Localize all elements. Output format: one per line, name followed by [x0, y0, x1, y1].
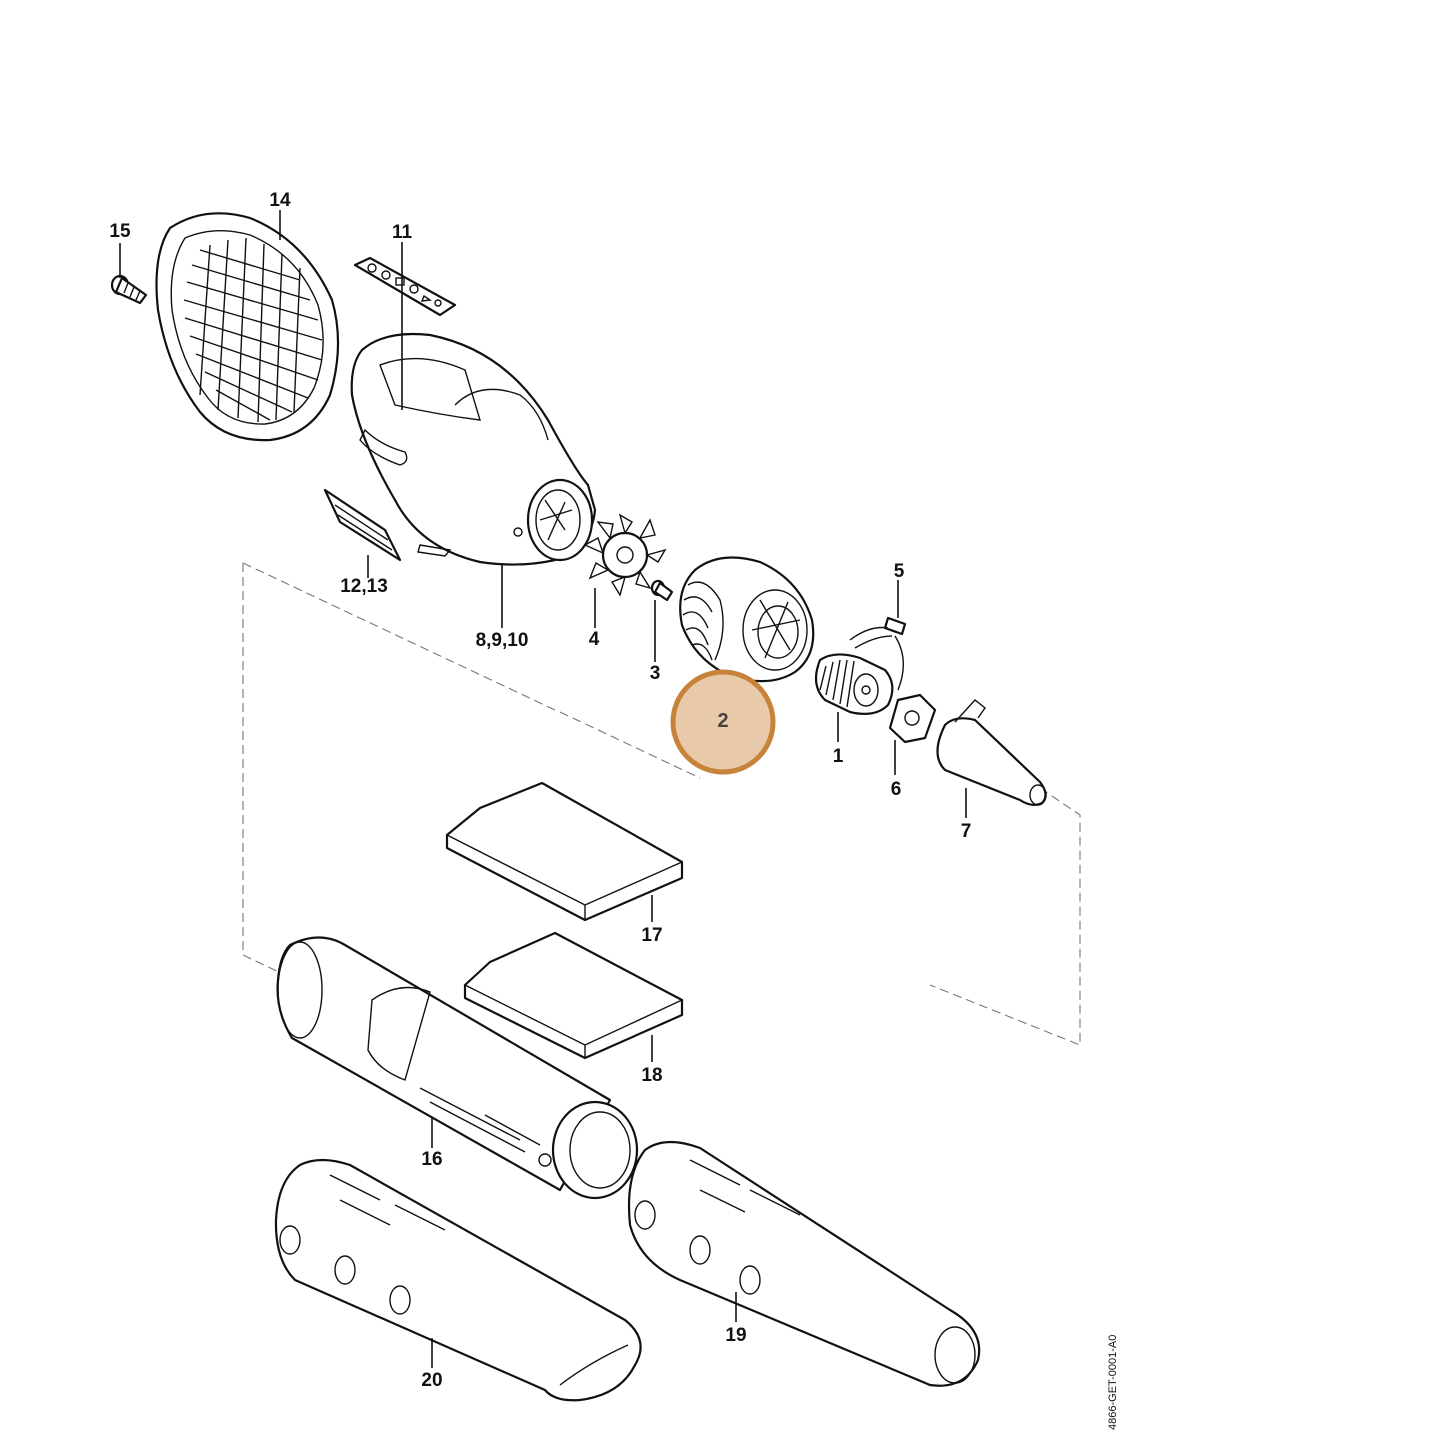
part-3-screw[interactable]: [650, 579, 674, 602]
part-4-fan[interactable]: [583, 513, 667, 597]
assembly-boundary: [242, 562, 1081, 1046]
callout-14[interactable]: 14: [269, 190, 291, 211]
callout-20[interactable]: 20: [421, 1370, 442, 1391]
part-8-9-10-housing[interactable]: [350, 332, 597, 566]
part-15-screw[interactable]: [110, 274, 148, 305]
callout-4[interactable]: 4: [589, 629, 600, 650]
callout-3[interactable]: 3: [650, 663, 661, 684]
highlight-circle: [670, 669, 776, 775]
part-20-flat-nozzle[interactable]: [274, 1158, 642, 1402]
part-2-fan-housing[interactable]: [679, 556, 815, 683]
callout-12-13[interactable]: 12,13: [340, 576, 388, 597]
callout-1[interactable]: 1: [833, 746, 844, 767]
part-1-motor[interactable]: [814, 653, 894, 715]
callout-labels: 15 14 11 12,13 8,9,10 4 3 2 5 1 6 7 17 1…: [109, 190, 971, 1391]
part-11-label[interactable]: [353, 256, 457, 317]
callout-5[interactable]: 5: [894, 561, 905, 582]
callout-11[interactable]: 11: [392, 222, 413, 243]
drawing-code: 4866-GET-0001-A0: [1107, 1335, 1119, 1430]
callout-16[interactable]: 16: [421, 1149, 442, 1170]
callout-19[interactable]: 19: [725, 1325, 746, 1346]
callout-6[interactable]: 6: [891, 779, 902, 800]
part-18-filter-pad[interactable]: [463, 931, 684, 1060]
callout-17[interactable]: 17: [641, 925, 662, 946]
callout-15[interactable]: 15: [109, 221, 131, 242]
part-17-filter-pad[interactable]: [445, 781, 684, 922]
callout-2[interactable]: 2: [717, 710, 728, 732]
callout-18[interactable]: 18: [641, 1065, 662, 1086]
part-19-round-nozzle[interactable]: [627, 1140, 981, 1387]
callout-7[interactable]: 7: [961, 821, 972, 842]
part-6-bracket[interactable]: [888, 693, 937, 744]
part-14-grille-cover[interactable]: [155, 212, 340, 442]
part-7-nose-cone[interactable]: [936, 699, 1047, 807]
part-5-connector[interactable]: [849, 616, 907, 691]
part-12-13-plate[interactable]: [323, 488, 402, 562]
callout-8-9-10[interactable]: 8,9,10: [476, 630, 529, 651]
part-16-blower-tube[interactable]: [276, 936, 639, 1200]
